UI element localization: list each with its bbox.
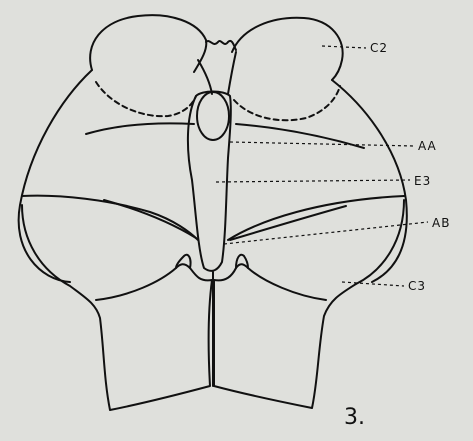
serrated-crest (206, 41, 236, 50)
label-c3: C3 (408, 279, 426, 293)
left-thorax-wall (19, 70, 92, 282)
label-ab: AB (432, 216, 450, 230)
left-ridge-inner (104, 200, 196, 238)
central-column (198, 52, 236, 94)
right-upper-lobe-hidden (234, 86, 340, 120)
label-c2: C2 (370, 41, 388, 55)
left-lower-lobe (22, 205, 212, 410)
right-upper-lobe (232, 18, 343, 80)
label-aa: AA (418, 139, 437, 153)
left-upper-lobe (90, 15, 206, 72)
leader-e3 (216, 180, 410, 182)
right-ridge-inner (230, 206, 346, 240)
leader-c2 (322, 46, 366, 48)
left-upper-lobe-hidden (96, 82, 196, 116)
left-groove (86, 123, 194, 134)
oval-aa (197, 92, 229, 140)
figure-number: 3. (344, 405, 365, 430)
label-e3: E3 (414, 174, 431, 188)
